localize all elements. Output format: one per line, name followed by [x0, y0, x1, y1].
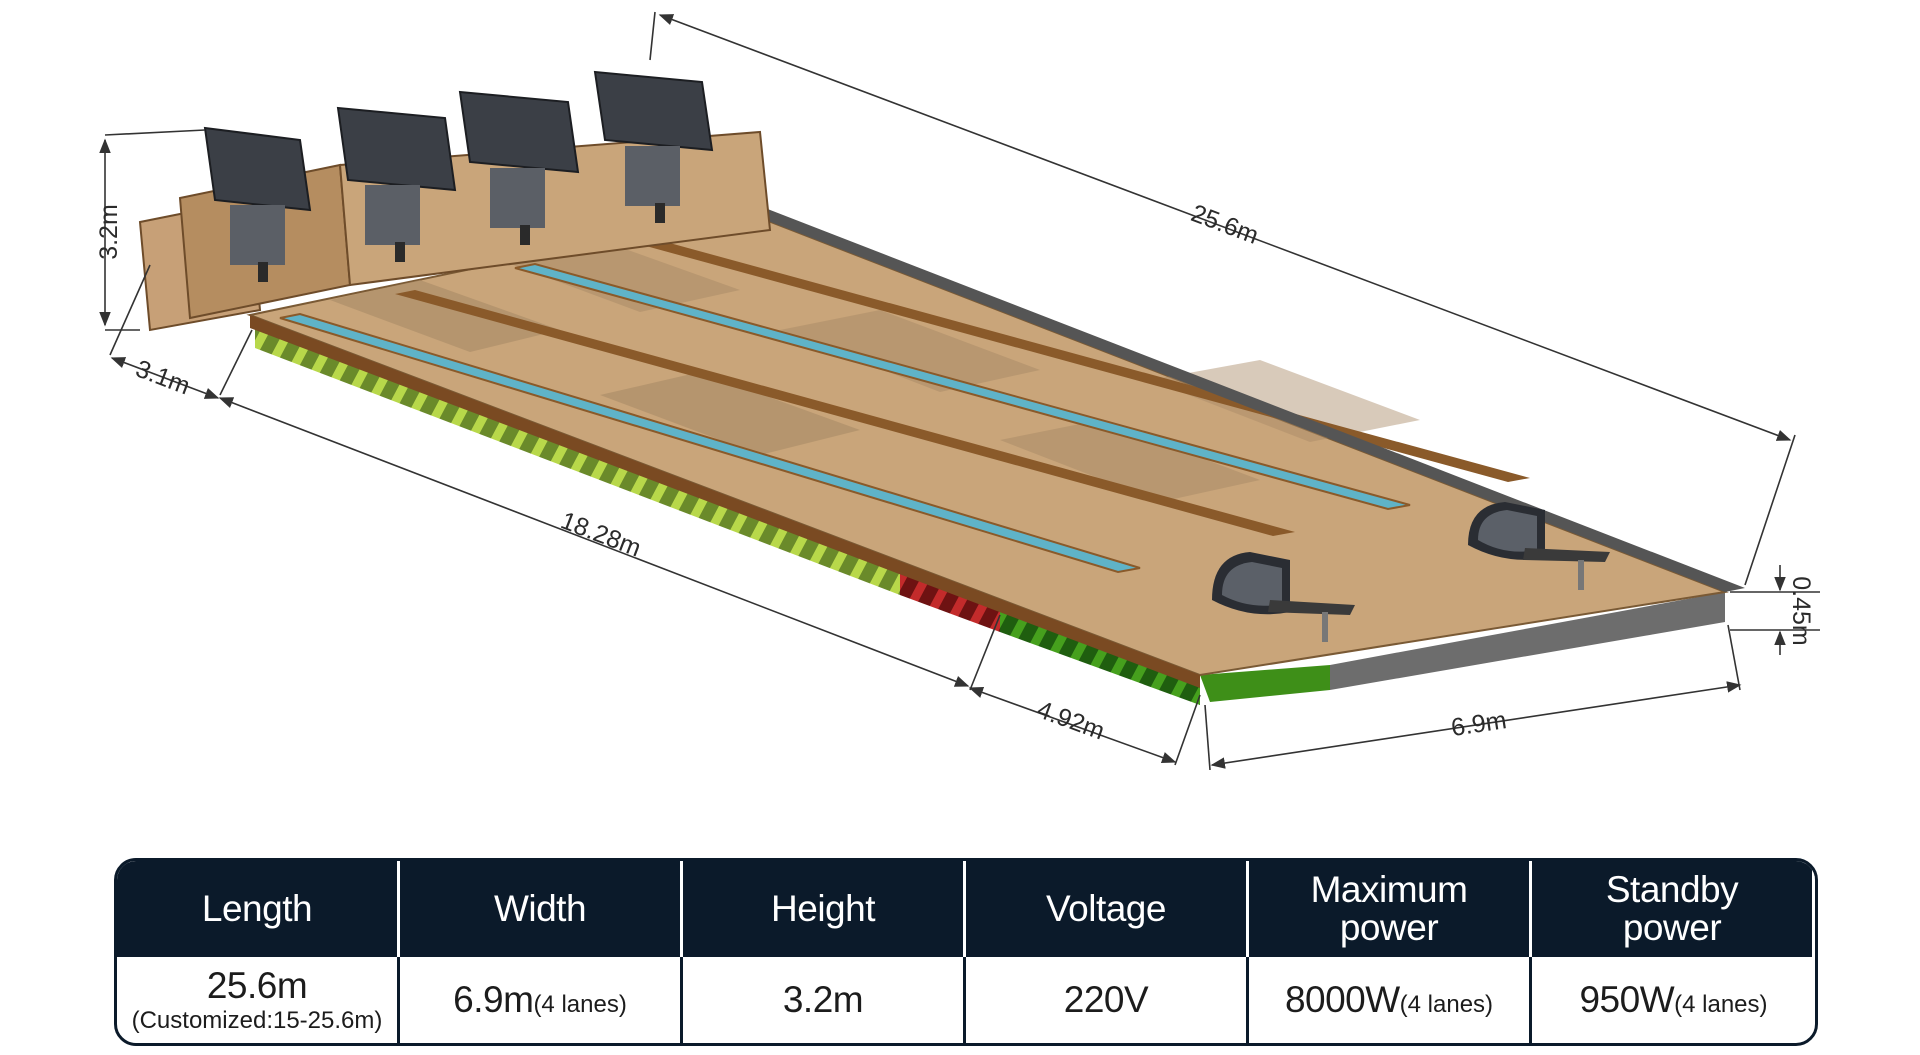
total-length-label: 25.6m [1187, 199, 1262, 250]
head-depth-label: 3.1m [132, 355, 194, 401]
cell-voltage: 220V [966, 957, 1249, 1043]
print-head-1 [203, 126, 312, 282]
header-height: Height [683, 861, 966, 957]
front-length-dimension-line [968, 686, 1177, 764]
header-width: Width [400, 861, 683, 957]
front-frame-grey [1330, 592, 1725, 690]
machine-bed [246, 208, 1745, 705]
front-unit-1 [1212, 552, 1355, 642]
header-length: Length [117, 861, 400, 957]
bed-length-dimension-line [218, 397, 970, 687]
front-length-label: 4.92m [1033, 695, 1108, 745]
bed-length-label: 18.28m [557, 507, 645, 563]
machine-diagram: 3.2m 25.6m 3.1m 18.28m 4.92m 6.9m 0.45m [95, 11, 1820, 771]
print-head-3 [458, 90, 580, 245]
depth-dimension-line [110, 357, 220, 399]
length-dimension-line [658, 14, 1792, 441]
front-units [1212, 502, 1610, 642]
print-head-2 [336, 106, 457, 262]
cell-length: 25.6m (Customized:15-25.6m) [117, 957, 400, 1043]
cell-standby-power: 950W(4 lanes) [1579, 979, 1768, 1020]
front-unit-2 [1468, 502, 1610, 590]
rail-height-label: 0.45m [1787, 576, 1815, 645]
width-dimension-line [1210, 681, 1742, 769]
header-voltage: Voltage [966, 861, 1249, 957]
dimension-lines [99, 11, 1820, 771]
height-label: 3.2m [95, 204, 123, 260]
head-units [138, 70, 772, 332]
cell-maximum-power: 8000W(4 lanes) [1249, 957, 1532, 1043]
cell-height: 3.2m [683, 957, 966, 1043]
width-label: 6.9m [1449, 706, 1508, 742]
cell-width: 6.9m(4 lanes) [400, 957, 683, 1043]
